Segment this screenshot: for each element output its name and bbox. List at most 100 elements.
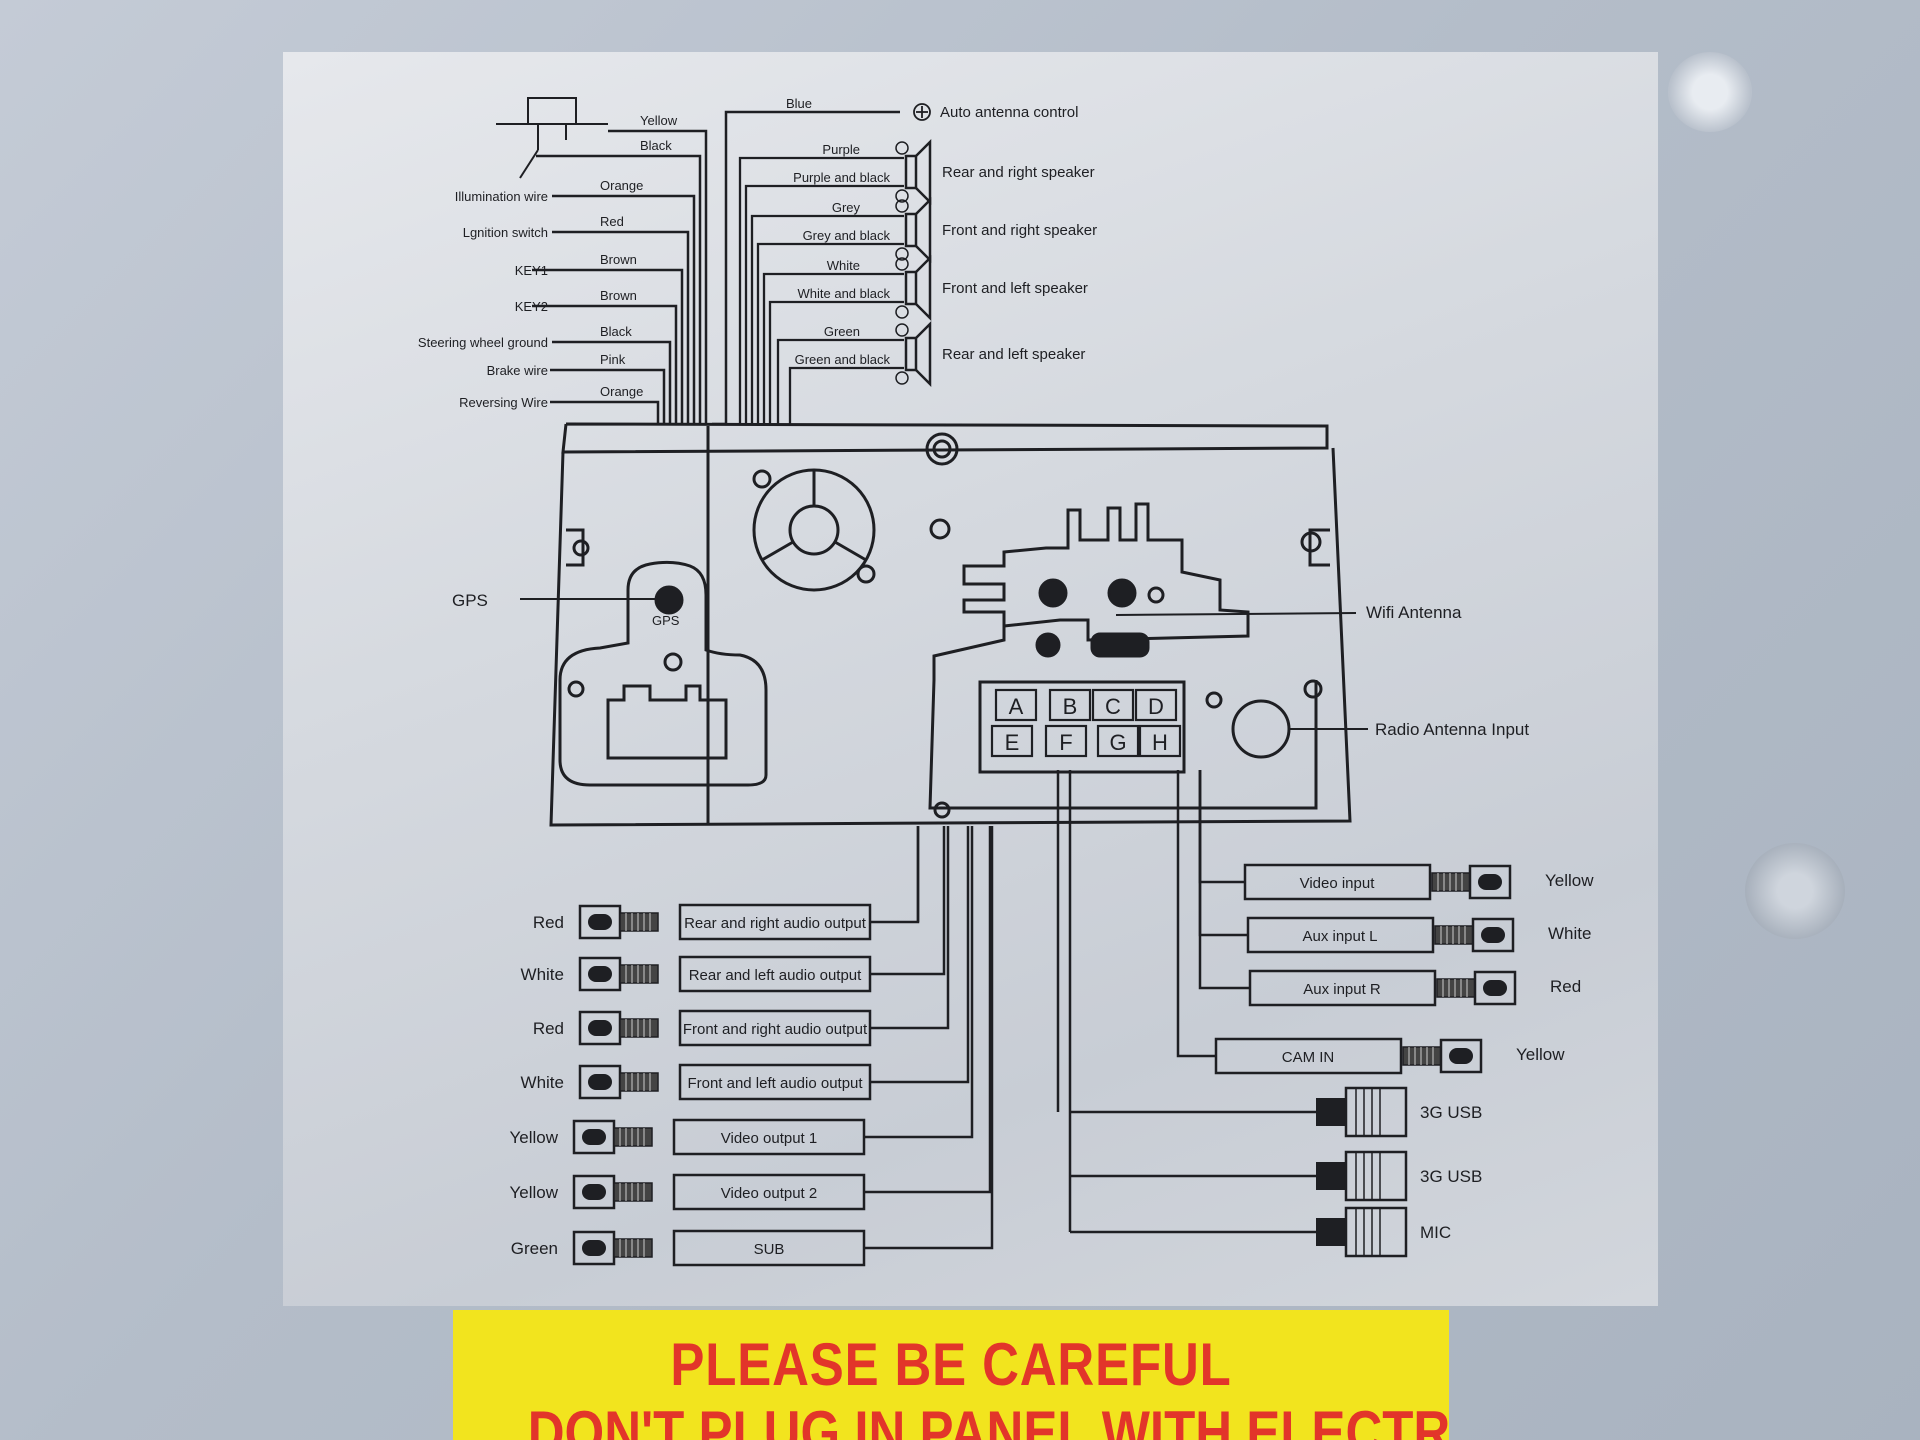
wire-color-7: Pink [600, 352, 626, 367]
audio-output-label-6: SUB [754, 1241, 785, 1258]
speaker-minus-color-1: Grey and black [803, 228, 891, 243]
gps-label: GPS [452, 591, 488, 610]
wire-color-4: Brown [600, 252, 637, 267]
connector-letter-H: H [1152, 730, 1168, 755]
rear-connector-block [928, 502, 1318, 810]
connector-slot-A [994, 688, 1038, 722]
radio-antenna-label: Radio Antenna Input [1375, 720, 1529, 739]
usb-port-label-1: 3G USB [1420, 1167, 1482, 1186]
input-label-3: CAM IN [1282, 1049, 1335, 1066]
wire-label-4: KEY1 [515, 263, 548, 278]
speaker-icon-0 [894, 140, 932, 204]
rca-plug-icon-0 [578, 904, 660, 940]
connector-letter-D: D [1148, 694, 1164, 719]
usb-port-label-2: MIC [1420, 1223, 1451, 1242]
connector-letter-C: C [1105, 694, 1121, 719]
input-plug-icon-3 [1401, 1038, 1483, 1074]
usb-port-label-0: 3G USB [1420, 1103, 1482, 1122]
input-plug-icon-0 [1430, 864, 1512, 900]
connector-slot-H [1138, 724, 1182, 758]
input-color-2: Red [1550, 977, 1581, 996]
connector-slot-B [1048, 688, 1092, 722]
wire-label-8: Reversing Wire [459, 395, 548, 410]
speaker-plus-color-1: Grey [832, 200, 861, 215]
connector-slot-E [990, 724, 1034, 758]
speaker-icon-1 [894, 198, 932, 262]
wire-label-5: KEY2 [515, 299, 548, 314]
audio-output-color-0: Red [533, 913, 564, 932]
hex-screw-right [1745, 843, 1845, 939]
wire-color-2: Orange [600, 178, 643, 193]
audio-output-color-6: Green [511, 1239, 558, 1258]
input-plug-icon-1 [1433, 917, 1515, 953]
warning-line-1: PLEASE BE CAREFUL [670, 1331, 1232, 1398]
wire-color-0: Yellow [640, 113, 678, 128]
input-plug-icon-2 [1435, 970, 1517, 1006]
audio-output-label-2: Front and right audio output [683, 1021, 868, 1038]
connector-letter-A: A [1009, 694, 1024, 719]
wire-color-8: Orange [600, 384, 643, 399]
rca-plug-icon-5 [572, 1174, 654, 1210]
rca-plug-icon-2 [578, 1010, 660, 1046]
gps-module-label: GPS [652, 613, 680, 628]
wire-label-7: Brake wire [487, 363, 548, 378]
antenna-wire-color: Blue [786, 96, 812, 111]
speaker-plus-color-0: Purple [822, 142, 860, 157]
audio-output-label-0: Rear and right audio output [684, 915, 867, 932]
cooling-fan-icon [752, 468, 876, 592]
connector-slot-D [1134, 688, 1178, 722]
wiring-diagram-sticker [283, 52, 1658, 1306]
connector-letter-G: G [1109, 730, 1126, 755]
usb-port-icon-2 [1314, 1206, 1408, 1258]
head-unit-chassis [549, 422, 1352, 827]
audio-output-color-2: Red [533, 1019, 564, 1038]
antenna-control-label: Auto antenna control [940, 104, 1078, 121]
connector-letter-E: E [1005, 730, 1020, 755]
audio-output-color-4: Yellow [509, 1128, 558, 1147]
wire-color-6: Black [600, 324, 632, 339]
connector-slot-C [1091, 688, 1135, 722]
gps-module [558, 560, 768, 787]
wire-label-3: Lgnition switch [463, 225, 548, 240]
connector-slot-G [1096, 724, 1140, 758]
usb-port-list: 3G USB 3G USB MIC [1056, 770, 1482, 1258]
connector-slot-F [1044, 724, 1088, 758]
rca-plug-icon-6 [572, 1230, 654, 1266]
speaker-icon-3 [894, 322, 932, 386]
audio-output-label-1: Rear and left audio output [689, 967, 862, 984]
speaker-plus-color-2: White [827, 258, 860, 273]
hex-screw-top [1668, 52, 1752, 132]
warning-line-2: DON'T PLUG IN PANEL WITH ELECTRIC! [527, 1399, 1449, 1440]
warning-label: PLEASE BE CAREFUL DON'T PLUG IN PANEL WI… [453, 1310, 1449, 1440]
input-label-1: Aux input L [1302, 928, 1377, 945]
audio-output-label-3: Front and left audio output [687, 1075, 863, 1092]
audio-output-color-1: White [521, 965, 564, 984]
usb-port-icon-1 [1314, 1150, 1408, 1202]
input-label-2: Aux input R [1303, 981, 1381, 998]
audio-output-color-3: White [521, 1073, 564, 1092]
input-color-1: White [1548, 924, 1591, 943]
wire-label-2: Illumination wire [455, 189, 548, 204]
rca-plug-icon-1 [578, 956, 660, 992]
input-label-0: Video input [1300, 875, 1376, 892]
audio-output-color-5: Yellow [509, 1183, 558, 1202]
rca-plug-icon-4 [572, 1119, 654, 1155]
wire-color-1: Black [640, 138, 672, 153]
speaker-plus-color-3: Green [824, 324, 860, 339]
speaker-label-2: Front and left speaker [942, 280, 1088, 297]
speaker-minus-color-3: Green and black [795, 352, 891, 367]
audio-output-label-4: Video output 1 [721, 1130, 817, 1147]
speaker-label-3: Rear and left speaker [942, 346, 1085, 363]
speaker-icon-2 [894, 256, 932, 320]
usb-port-icon-0 [1314, 1086, 1408, 1138]
fuse-symbol [496, 97, 608, 179]
input-color-3: Yellow [1516, 1045, 1565, 1064]
speaker-minus-color-2: White and black [798, 286, 891, 301]
speaker-label-1: Front and right speaker [942, 222, 1097, 239]
wire-label-6: Steering wheel ground [418, 335, 548, 350]
